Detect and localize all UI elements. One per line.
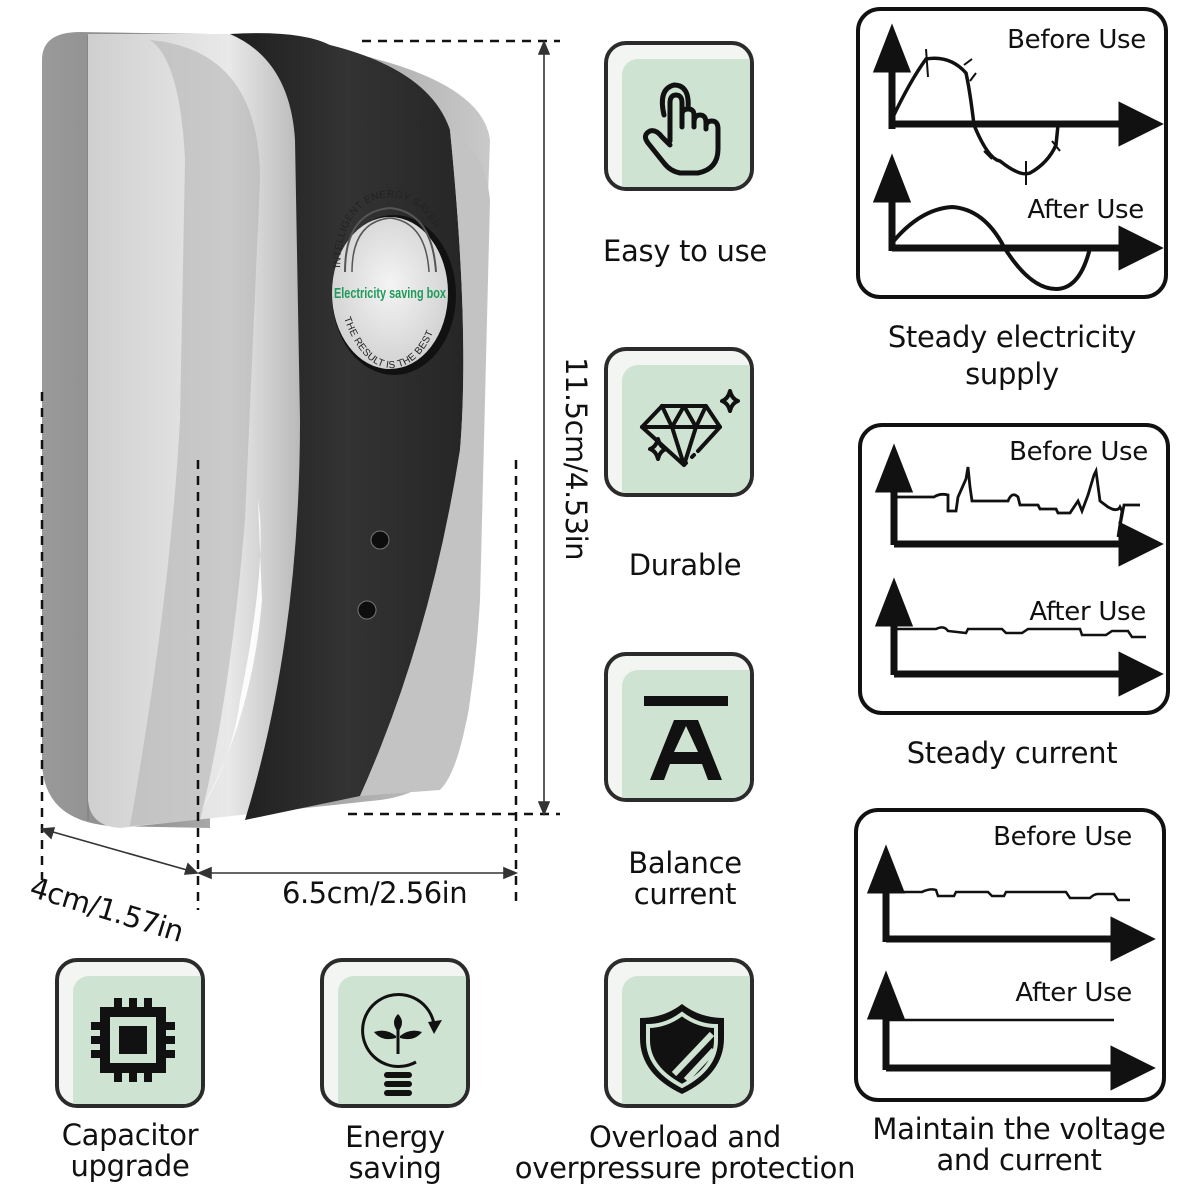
feature-tile-balance-current	[604, 652, 754, 802]
after-use-label: After Use	[1027, 195, 1144, 225]
feature-label-overload-protection: Overload and overpressure protection	[500, 1122, 870, 1184]
before-use-label: Before Use	[993, 822, 1132, 852]
badge-text-layer: INTELLIGENT ENERGY SAVER Electricity sav…	[332, 189, 446, 371]
before-use-label: Before Use	[1009, 437, 1148, 467]
feature-label-energy-saving: Energy saving	[295, 1122, 495, 1184]
feature-label-capacitor-upgrade: Capacitor upgrade	[30, 1120, 230, 1182]
feature-label-line: Balance	[628, 846, 742, 880]
device-socket-hole	[357, 600, 377, 620]
chip-icon	[91, 998, 175, 1082]
shield-icon	[640, 1004, 724, 1094]
waveform-chart-current	[874, 443, 1164, 697]
badge-center-text: Electricity saving box	[334, 285, 446, 302]
after-use-label: After Use	[1029, 597, 1146, 627]
before-use-label: Before Use	[1007, 25, 1146, 55]
feature-tile-overload-protection	[604, 958, 754, 1108]
caption-line: Steady electricity	[887, 320, 1137, 354]
comparison-caption-supply: Steady electricity supply	[856, 322, 1168, 390]
comparison-caption-voltage: Maintain the voltage and current	[846, 1114, 1192, 1176]
feature-label-line: saving	[348, 1151, 442, 1185]
feature-label-line: upgrade	[70, 1149, 190, 1183]
feature-label-line: Energy	[345, 1120, 445, 1154]
comparison-box-electricity-supply: Before Use After Use	[856, 7, 1168, 299]
waveform-chart-voltage	[866, 844, 1156, 1091]
product-illustration: INTELLIGENT ENERGY SAVER Electricity sav…	[0, 0, 593, 949]
caption-line: and current	[936, 1143, 1102, 1177]
caption-line: Steady current	[906, 736, 1118, 770]
after-current-line	[894, 626, 1146, 639]
feature-label-easy-to-use: Easy to use	[603, 234, 767, 268]
caption-line: Maintain the voltage	[872, 1112, 1166, 1146]
device-socket-hole	[370, 530, 390, 550]
after-use-label: After Use	[1015, 978, 1132, 1008]
hand-pointer-icon	[642, 82, 721, 176]
eco-bulb-icon	[361, 993, 442, 1096]
feature-label-balance-current: Balance current	[580, 848, 790, 910]
feature-label-line: current	[633, 877, 737, 911]
feature-tile-energy-saving	[320, 958, 470, 1108]
diamond-icon	[640, 389, 740, 467]
device-badge	[332, 217, 448, 369]
comparison-caption-current: Steady current	[856, 738, 1168, 769]
feature-tile-durable	[604, 347, 754, 497]
before-current-line	[894, 466, 1140, 538]
feature-label-line: overpressure protection	[514, 1151, 856, 1185]
noise-spikes	[925, 48, 1061, 185]
feature-tile-capacitor-upgrade	[55, 958, 205, 1108]
after-waveform	[890, 204, 1092, 292]
feature-label-durable: Durable	[628, 548, 742, 582]
feature-label-line: Overload and	[589, 1120, 781, 1154]
feature-tile-easy-to-use	[604, 41, 754, 191]
comparison-box-voltage: Before Use After Use	[854, 808, 1166, 1102]
energy-saver-device	[42, 32, 490, 828]
caption-line: supply	[965, 357, 1059, 391]
waveform-chart-supply	[872, 23, 1164, 292]
width-dimension-label: 6.5cm/2.56in	[282, 876, 468, 910]
dimension-lines	[40, 39, 560, 910]
feature-label-line: Capacitor	[61, 1118, 199, 1152]
height-dimension-label: 11.5cm/4.53in	[559, 357, 593, 561]
comparison-box-current: Before Use After Use	[858, 423, 1170, 715]
a-bar-icon	[644, 696, 728, 780]
before-voltage-line	[886, 888, 1130, 902]
